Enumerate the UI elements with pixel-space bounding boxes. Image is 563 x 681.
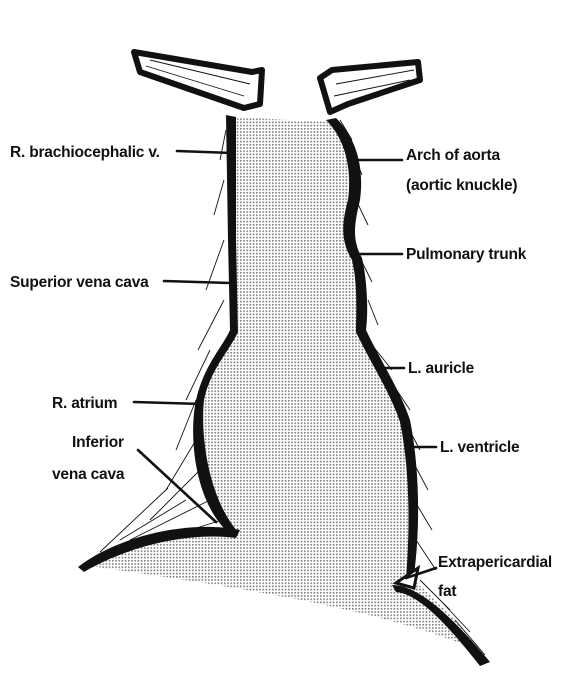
label-inferior-vena-cava-2: vena cava: [52, 466, 125, 483]
label-arch-of-aorta-1: Arch of aorta: [406, 147, 500, 164]
label-r-atrium: R. atrium: [52, 395, 117, 412]
label-extrapericardial-2: fat: [438, 583, 456, 600]
label-inferior-vena-cava-1: Inferior: [72, 434, 124, 451]
label-r-brachiocephalic: R. brachiocephalic v.: [10, 144, 160, 161]
label-superior-vena-cava: Superior vena cava: [10, 274, 149, 291]
label-l-auricle: L. auricle: [408, 360, 475, 377]
label-arch-of-aorta-2: (aortic knuckle): [406, 177, 517, 194]
leader-r-brachiocephalic: [177, 151, 232, 153]
label-l-ventricle: L. ventricle: [440, 439, 520, 456]
leader-superior-vena-cava: [164, 281, 230, 283]
label-pulmonary-trunk: Pulmonary trunk: [406, 246, 527, 263]
label-extrapericardial-1: Extrapericardial: [438, 554, 552, 571]
left-clavicle: [320, 62, 420, 112]
leader-r-atrium: [134, 402, 202, 404]
